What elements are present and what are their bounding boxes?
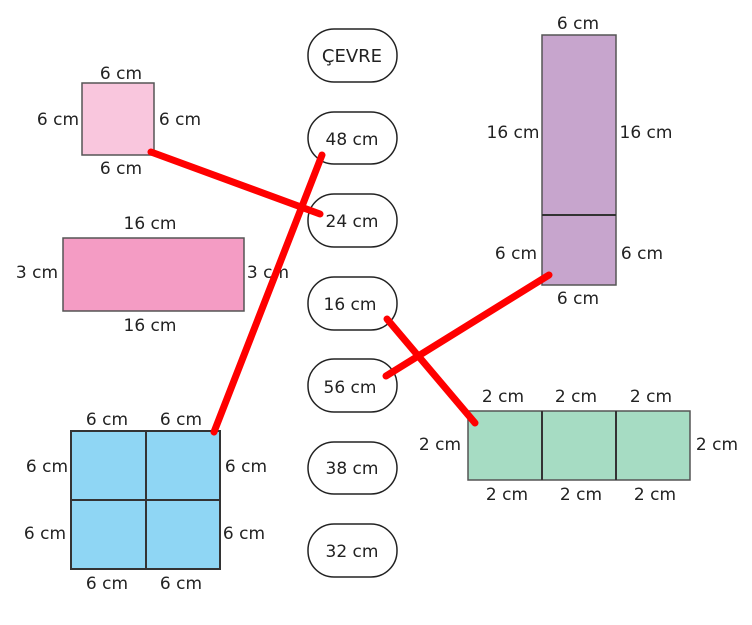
match-line-purple-56 [382, 271, 553, 380]
pink-rectangle-right-label: 3 cm [247, 263, 289, 283]
green-bottom-label-1: 2 cm [486, 485, 528, 505]
small-square-shape: 6 cm 6 cm 6 cm 6 cm [37, 64, 201, 179]
answer-pill-56-label: 56 cm [324, 378, 377, 398]
purple-bottom-label: 6 cm [557, 289, 599, 309]
small-square-left-label: 6 cm [37, 110, 79, 130]
perimeter-column: ÇEVRE 48 cm 24 cm 16 cm 56 cm 38 cm 32 c… [307, 28, 398, 578]
match-line-square-24 [147, 148, 324, 218]
blue-grid-top-label-1: 6 cm [86, 410, 128, 430]
answer-pill-38-label: 38 cm [326, 459, 379, 479]
purple-right-upper-label: 16 cm [620, 123, 673, 143]
green-top-label-3: 2 cm [630, 387, 672, 407]
blue-grid-top-label-2: 6 cm [160, 410, 202, 430]
green-right-label: 2 cm [696, 435, 738, 455]
green-left-label: 2 cm [419, 435, 461, 455]
matching-lines [147, 148, 553, 436]
purple-tall-shape: 6 cm 16 cm 16 cm 6 cm 6 cm 6 cm [487, 14, 673, 309]
pink-rectangle-left-label: 3 cm [16, 263, 58, 283]
match-line-green-16 [383, 315, 479, 427]
blue-grid-shape: 6 cm 6 cm 6 cm 6 cm 6 cm 6 cm 6 cm 6 cm [24, 410, 267, 594]
green-bottom-label-2: 2 cm [560, 485, 602, 505]
purple-right-lower-label: 6 cm [621, 244, 663, 264]
purple-left-lower-label: 6 cm [495, 244, 537, 264]
answer-pill-16-label: 16 cm [324, 295, 377, 315]
title-pill [307, 28, 398, 83]
pink-rectangle [62, 237, 245, 312]
answer-pill-24[interactable] [307, 193, 398, 248]
green-top-label-2: 2 cm [555, 387, 597, 407]
pink-rectangle-bottom-label: 16 cm [124, 316, 177, 336]
small-square-right-label: 6 cm [159, 110, 201, 130]
blue-grid-left-label-1: 6 cm [26, 457, 68, 477]
purple-left-upper-label: 16 cm [487, 123, 540, 143]
answer-pill-24-label: 24 cm [326, 212, 379, 232]
green-bottom-label-3: 2 cm [634, 485, 676, 505]
blue-grid-bottom-label-1: 6 cm [86, 574, 128, 594]
column-title: ÇEVRE [322, 46, 382, 67]
answer-pill-48[interactable] [307, 111, 398, 165]
purple-tall-rectangle [541, 34, 617, 286]
blue-grid-left-label-2: 6 cm [24, 524, 66, 544]
answer-pill-48-label: 48 cm [326, 130, 379, 150]
blue-grid-bottom-label-2: 6 cm [160, 574, 202, 594]
pink-rectangle-shape: 16 cm 16 cm 3 cm 3 cm [16, 214, 289, 336]
blue-grid-right-label-2: 6 cm [223, 524, 265, 544]
pink-rectangle-top-label: 16 cm [124, 214, 177, 234]
answer-pill-32[interactable] [307, 523, 398, 578]
small-square-top-label: 6 cm [100, 64, 142, 84]
small-square [81, 82, 155, 156]
small-square-bottom-label: 6 cm [100, 159, 142, 179]
answer-pill-32-label: 32 cm [326, 542, 379, 562]
green-top-label-1: 2 cm [482, 387, 524, 407]
green-strip [467, 410, 691, 481]
answer-pill-56[interactable] [307, 358, 398, 413]
answer-pill-16[interactable] [307, 276, 398, 331]
green-strip-shape: 2 cm 2 cm 2 cm 2 cm 2 cm 2 cm 2 cm 2 cm [419, 387, 738, 505]
answer-pill-38[interactable] [307, 441, 398, 495]
blue-grid-right-label-1: 6 cm [225, 457, 267, 477]
purple-top-label: 6 cm [557, 14, 599, 34]
match-line-grid-48 [210, 151, 326, 436]
